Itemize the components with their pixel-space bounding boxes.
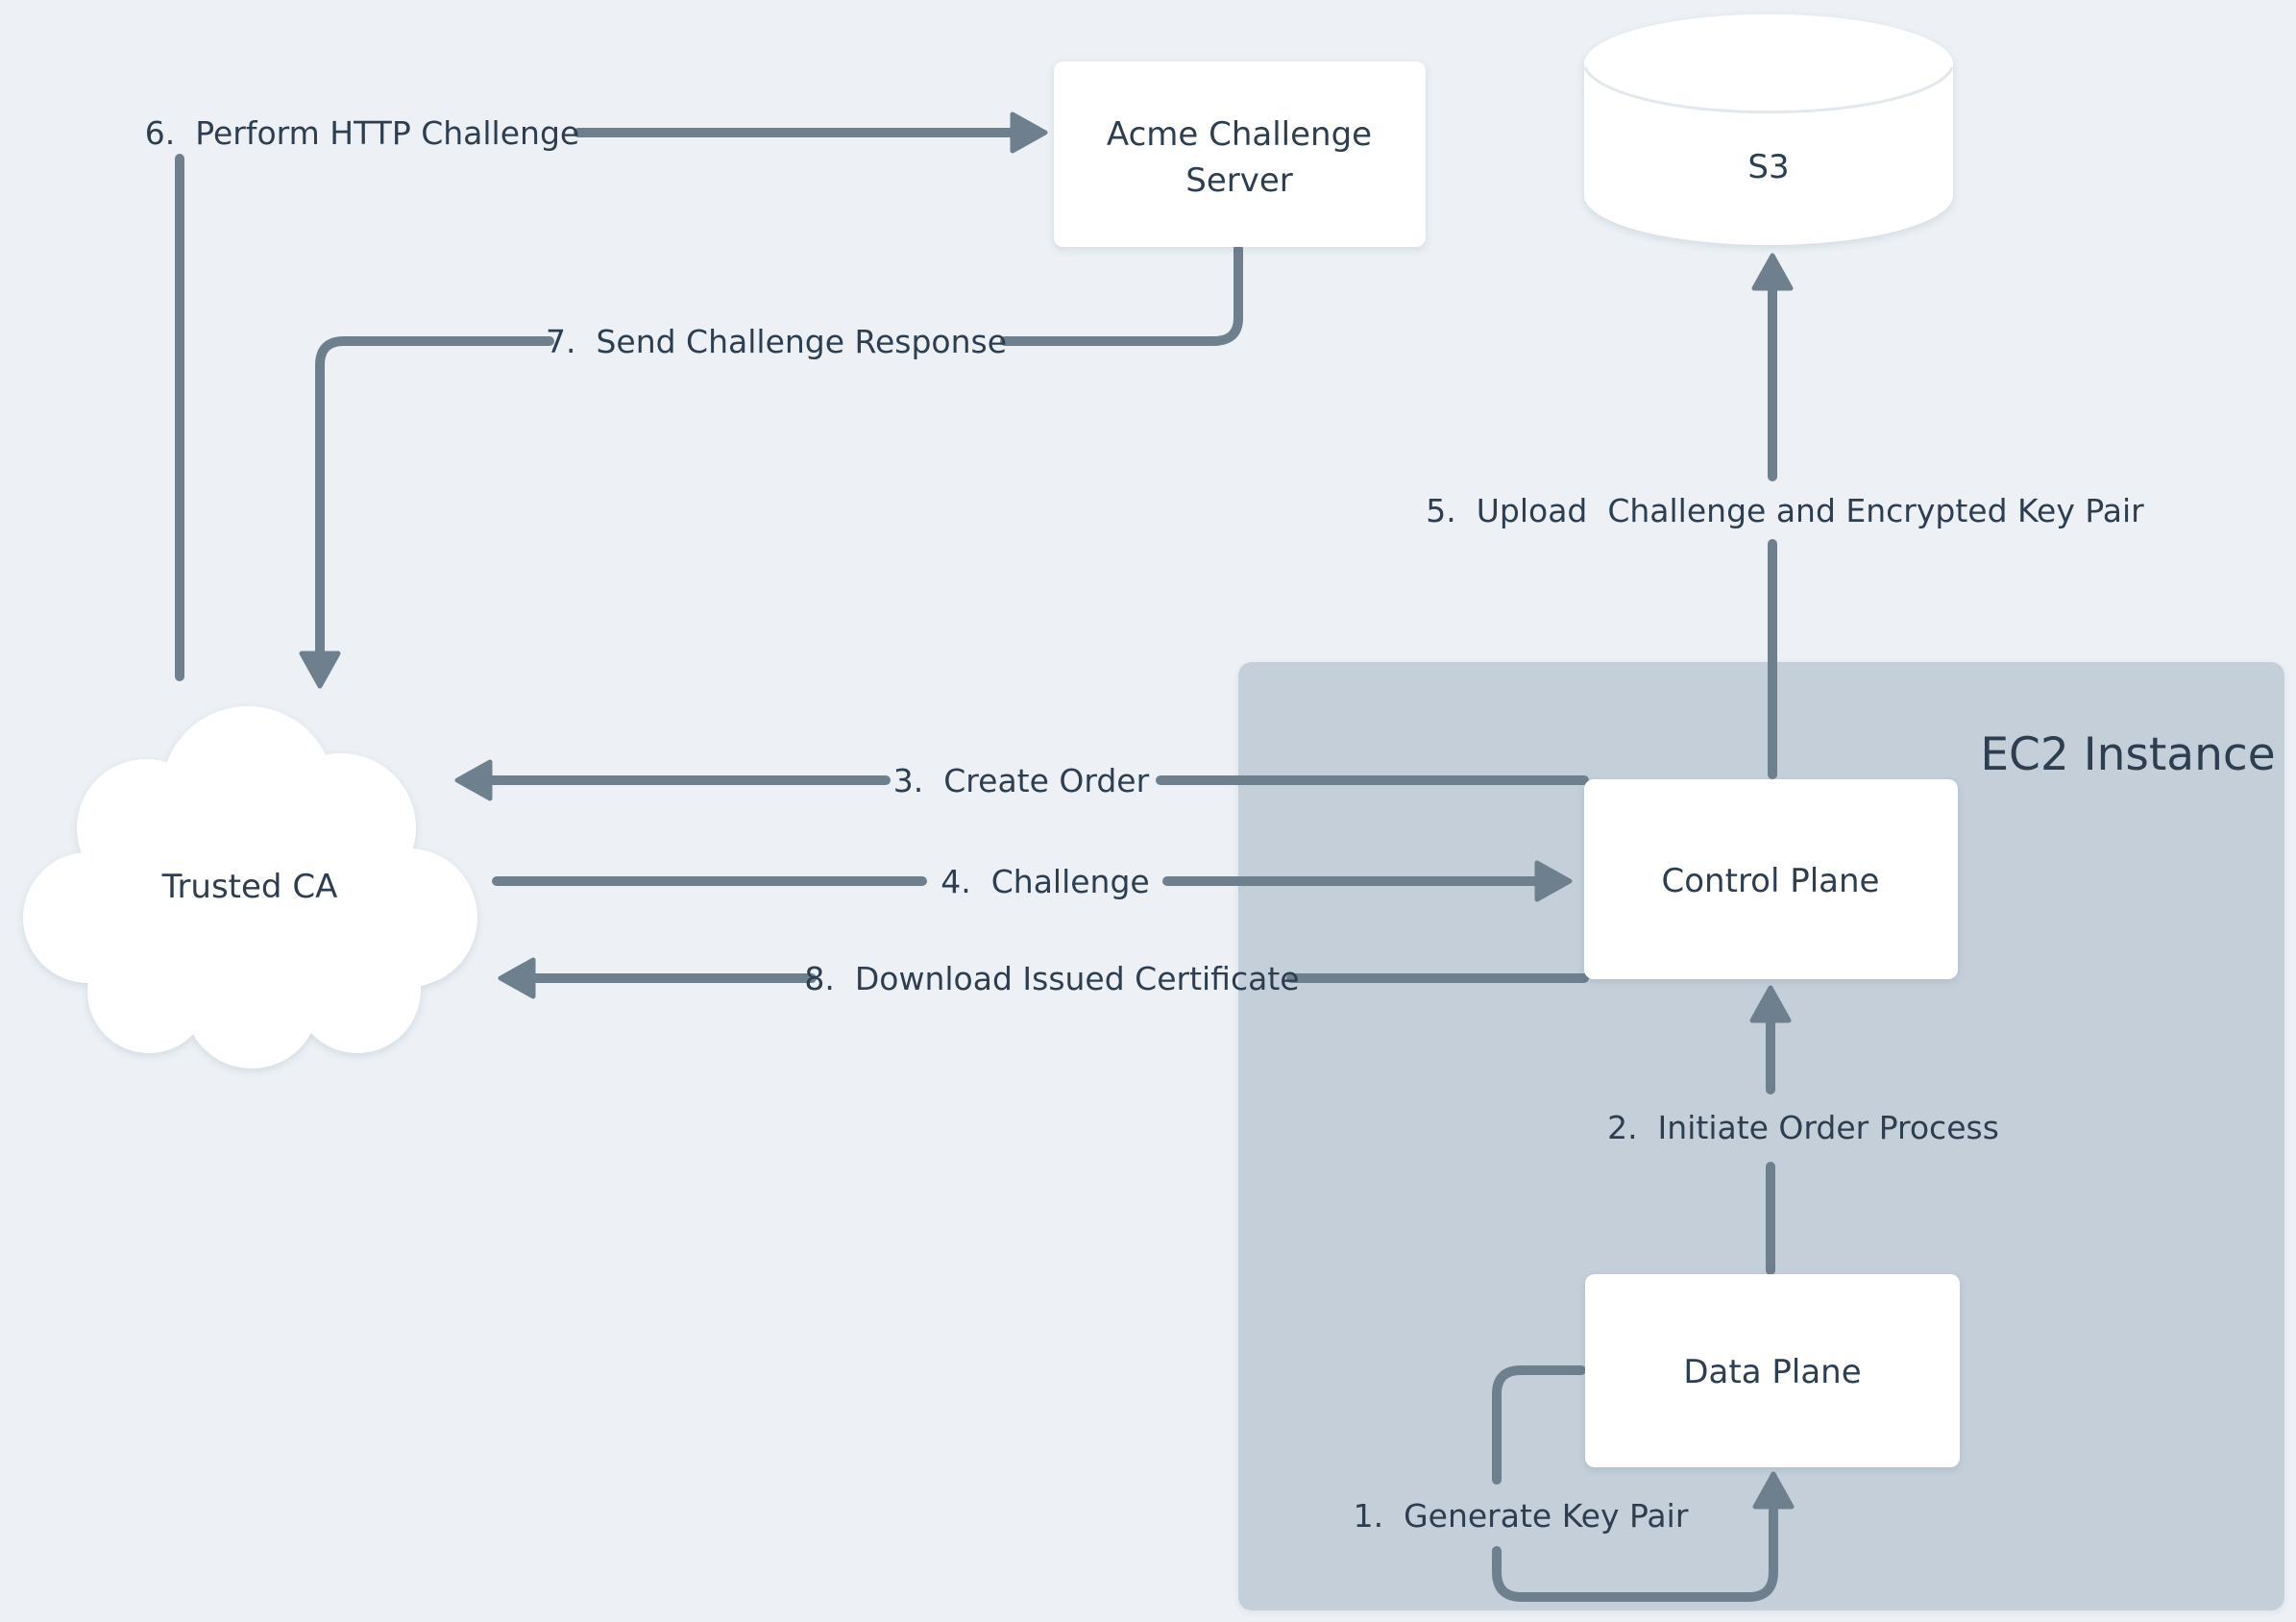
trusted-ca-label: Trusted CA	[161, 868, 338, 906]
arrowhead-down-icon	[299, 651, 341, 689]
acme-challenge-server-box	[1054, 61, 1426, 247]
edge-step-3: 3. Create Order	[454, 759, 1589, 801]
edge-label-step-5: 5. Upload Challenge and Encrypted Key Pa…	[1426, 492, 2144, 529]
edge-step-1: 1. Generate Key Pair	[1354, 1365, 1795, 1602]
edge-step-8: 8. Download Issued Certificate	[498, 957, 1589, 999]
data-plane-box	[1585, 1274, 1960, 1467]
edge-step-6: 6. Perform HTTP Challenge	[145, 111, 1048, 681]
edge-step-1-upper-segment	[1492, 1365, 1586, 1485]
s3-cylinder-top	[1584, 14, 1953, 114]
edge-step-7-left-segment	[315, 336, 554, 656]
arrowhead-up-icon	[1752, 1471, 1795, 1510]
acme-challenge-server-label-line1: Acme Challenge	[1107, 115, 1372, 154]
control-plane-label: Control Plane	[1662, 862, 1880, 900]
edge-label-step-4: 4. Challenge	[940, 863, 1149, 900]
edge-step-7-right-segment	[1000, 244, 1243, 346]
edge-label-step-6: 6. Perform HTTP Challenge	[145, 114, 579, 152]
arrowhead-up-icon	[1751, 253, 1794, 291]
control-plane-box	[1584, 779, 1958, 979]
trusted-ca-cloud-icon	[23, 706, 477, 1069]
edge-step-7: 7. Send Challenge Response	[299, 244, 1243, 689]
edge-label-step-2: 2. Initiate Order Process	[1607, 1109, 1999, 1146]
edge-label-step-8: 8. Download Issued Certificate	[804, 960, 1299, 997]
arrowhead-left-icon	[454, 759, 493, 801]
ec2-instance-label: EC2 Instance	[1980, 728, 2275, 781]
acme-challenge-server-node: Acme Challenge Server	[1054, 61, 1426, 247]
s3-label: S3	[1747, 148, 1789, 186]
arrowhead-left-icon	[498, 957, 536, 999]
data-plane-node: Data Plane	[1585, 1274, 1960, 1467]
edge-label-step-1: 1. Generate Key Pair	[1354, 1497, 1689, 1535]
acme-challenge-server-label-line2: Server	[1185, 161, 1293, 200]
s3-node: S3	[1583, 14, 1954, 245]
trusted-ca-node: Trusted CA	[23, 706, 477, 1069]
s3-cylinder-rim	[1583, 66, 1954, 114]
arrowhead-right-icon	[1010, 111, 1048, 154]
edge-step-4: 4. Challenge	[492, 860, 1573, 902]
arrowhead-up-icon	[1749, 985, 1792, 1023]
edge-step-2: 2. Initiate Order Process	[1607, 985, 1999, 1275]
control-plane-node: Control Plane	[1584, 779, 1958, 979]
arrowhead-right-icon	[1534, 860, 1573, 902]
edge-label-step-7: 7. Send Challenge Response	[546, 323, 1007, 360]
edge-step-5: 5. Upload Challenge and Encrypted Key Pa…	[1426, 253, 2144, 779]
data-plane-label: Data Plane	[1683, 1353, 1861, 1391]
edge-label-step-3: 3. Create Order	[893, 762, 1150, 799]
edge-step-1-lower-segment	[1492, 1506, 1778, 1602]
